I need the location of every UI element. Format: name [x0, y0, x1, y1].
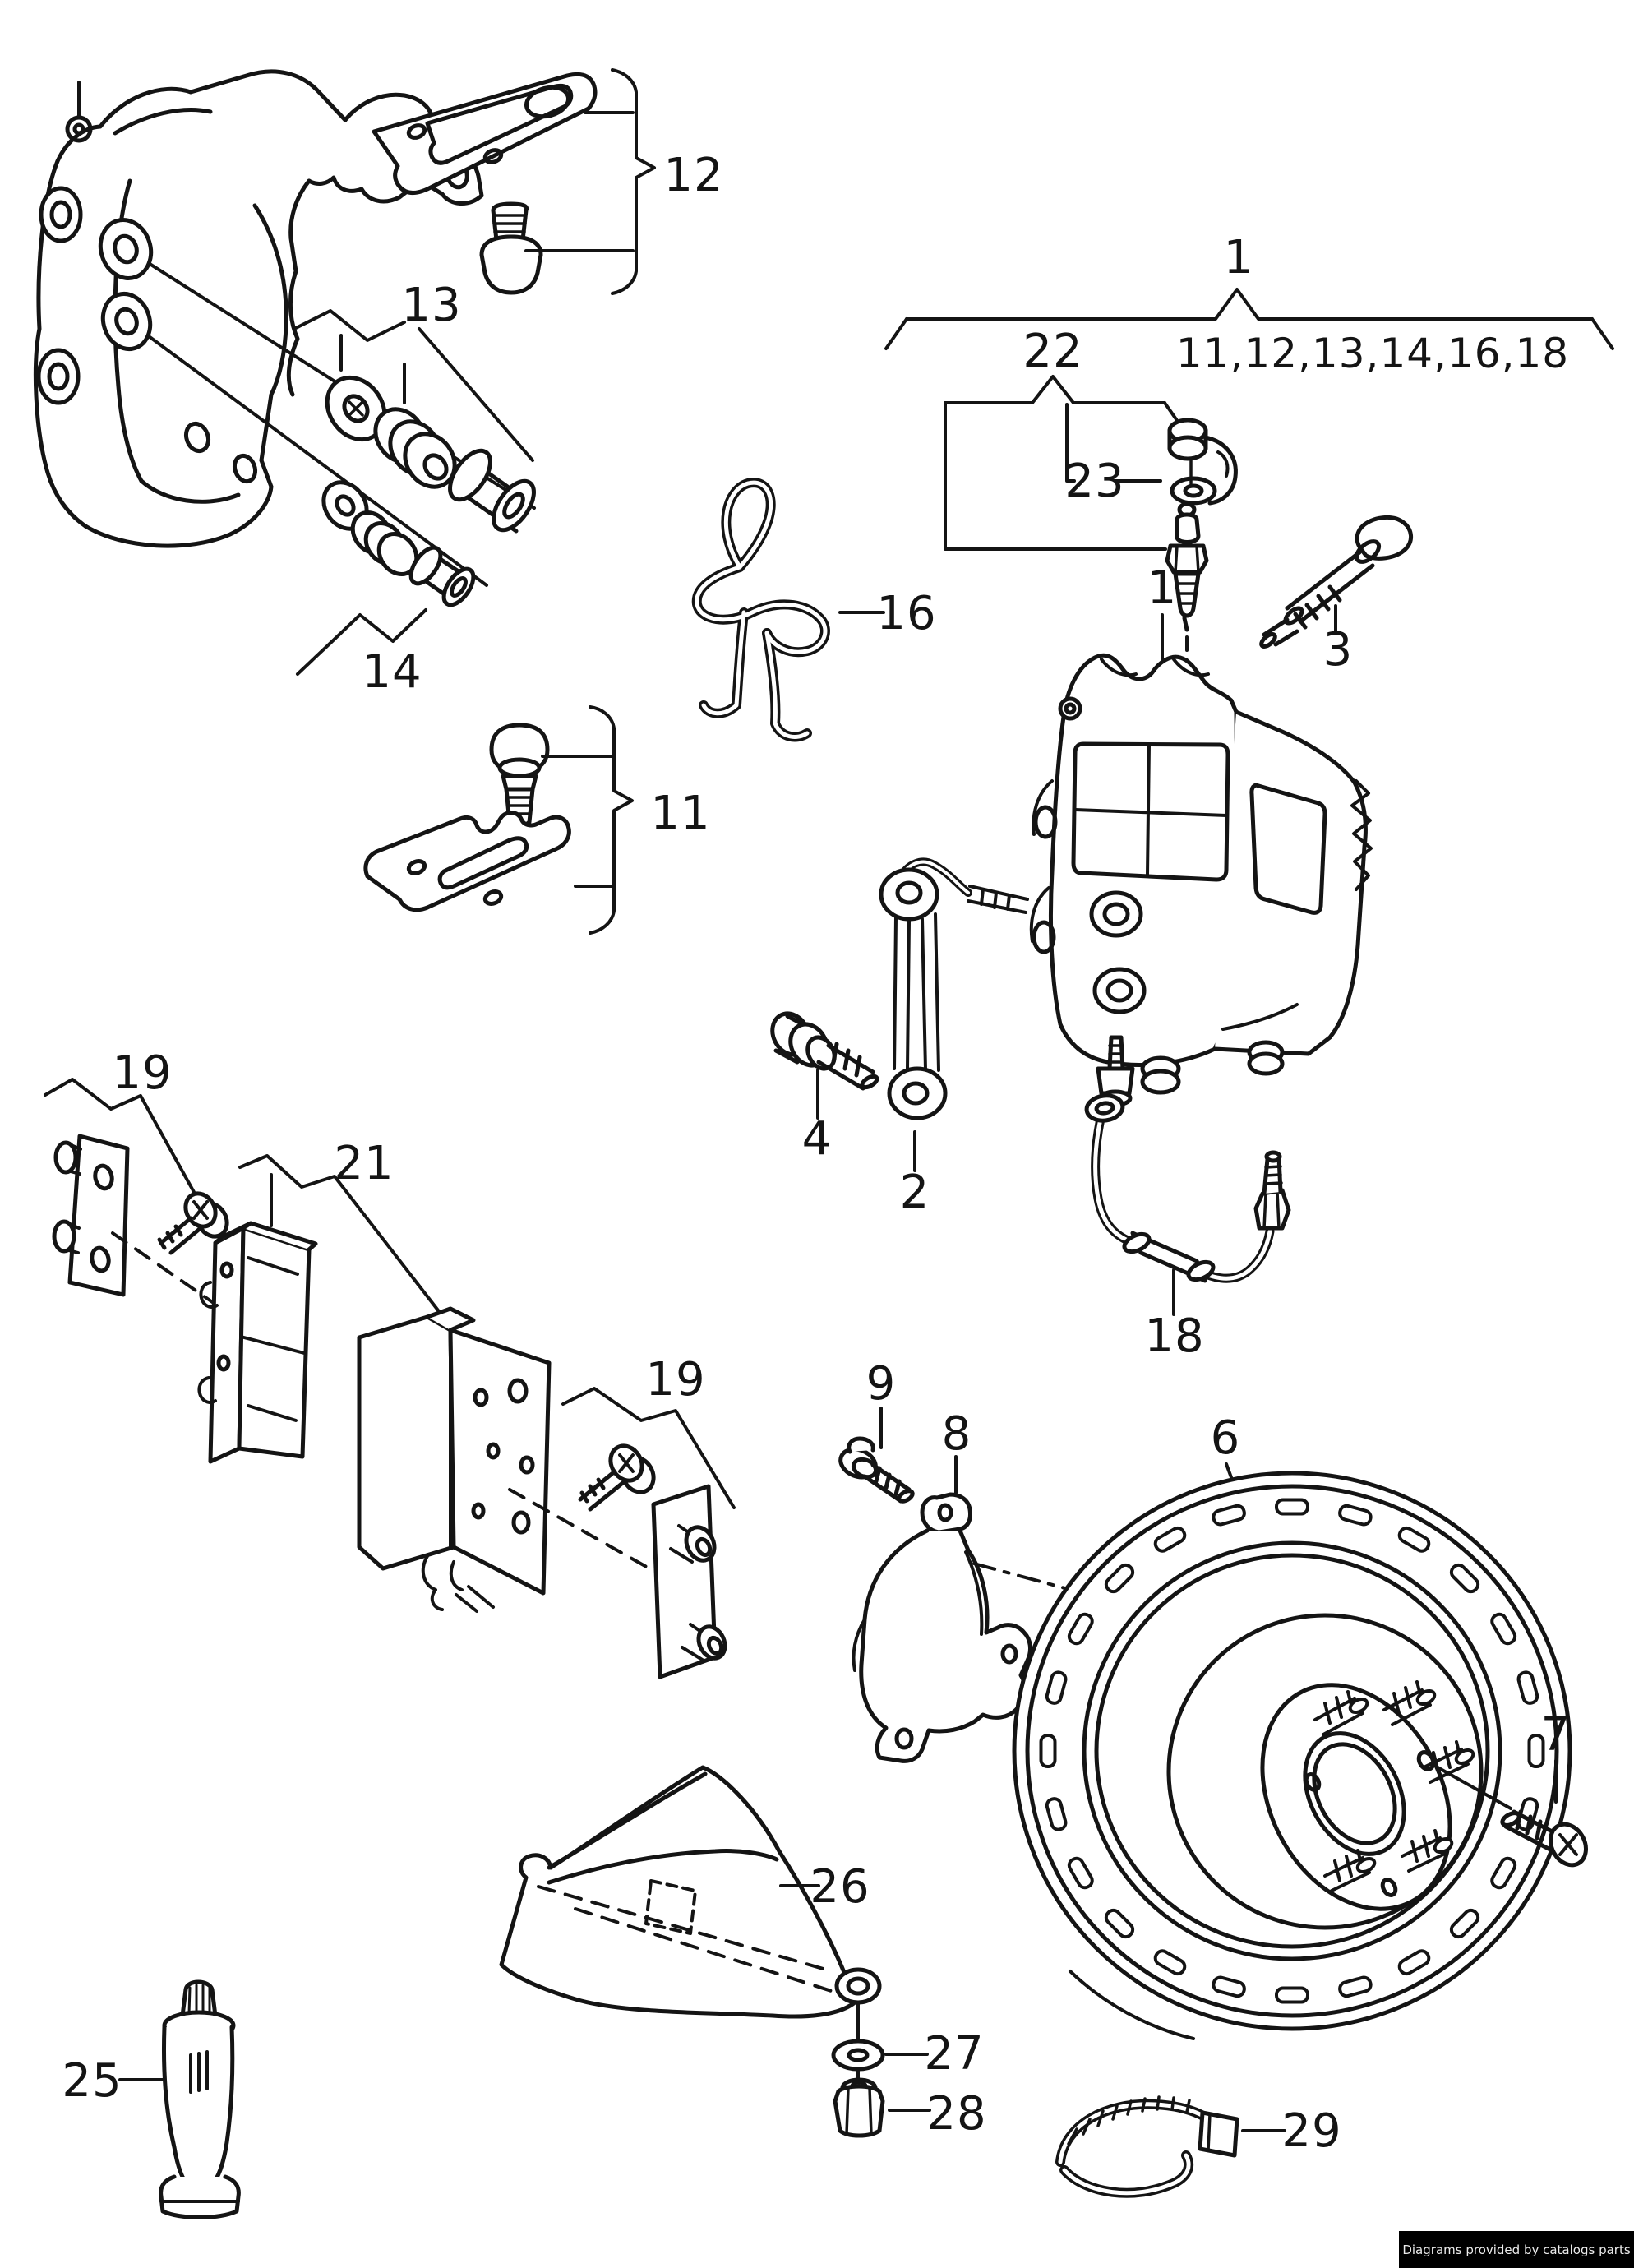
callout-2: 2 — [899, 1166, 930, 1219]
retainer-plate-11-drawing — [363, 705, 634, 935]
retainer-plate-12-drawing — [372, 68, 656, 295]
callout-1-top: 1 — [1223, 231, 1254, 284]
bolt-9-drawing — [838, 1407, 915, 1504]
callout-1-caliper: 1 — [1147, 561, 1178, 615]
brake-pads-drawing — [44, 1078, 736, 1679]
callout-9: 9 — [865, 1357, 897, 1411]
callout-6: 6 — [1210, 1411, 1241, 1465]
callout-14: 14 — [362, 645, 422, 699]
brake-caliper-drawing — [896, 613, 1373, 1095]
callout-23: 23 — [1064, 455, 1125, 508]
callout-25: 25 — [62, 2054, 122, 2108]
bolt-3-drawing — [1259, 515, 1413, 649]
callout-29: 29 — [1281, 2104, 1342, 2158]
wheel-studs — [1313, 1680, 1475, 1892]
callout-21: 21 — [334, 1137, 395, 1190]
callout-27: 27 — [924, 2027, 985, 2081]
callout-26: 26 — [810, 1860, 870, 1914]
callout-19-right: 19 — [645, 1353, 706, 1407]
callout-16: 16 — [876, 587, 937, 640]
brake-hose-18-drawing — [1084, 1035, 1291, 1316]
callout-18: 18 — [1144, 1310, 1205, 1363]
callout-28: 28 — [926, 2087, 987, 2141]
callout-22: 22 — [1022, 325, 1083, 378]
callout-7: 7 — [1540, 1708, 1572, 1762]
callout-19-left: 19 — [112, 1046, 173, 1100]
link-2-drawing — [879, 867, 948, 1172]
bracket-8-drawing — [852, 1455, 1103, 1763]
callout-11: 11 — [650, 787, 711, 840]
callout-8: 8 — [941, 1407, 972, 1461]
callout-12: 12 — [663, 149, 724, 202]
callout-3: 3 — [1322, 623, 1354, 677]
credit-badge: Diagrams provided by catalogs parts — [1399, 2231, 1634, 2268]
retaining-spring-16-drawing — [691, 478, 885, 742]
clamp-strap-29-drawing — [1055, 2095, 1286, 2198]
grease-tube-25-drawing — [118, 1979, 241, 2219]
callout-4: 4 — [801, 1112, 833, 1166]
bolt-4-drawing — [770, 1011, 879, 1120]
group-1-bracket — [884, 288, 1614, 551]
credit-badge-text: Diagrams provided by catalogs parts — [1402, 2242, 1631, 2257]
callout-1-list: 11,12,13,14,16,18 — [1175, 330, 1570, 377]
splash-shield-26-drawing — [499, 1765, 931, 2138]
brake-disc-drawing — [1012, 1462, 1588, 2040]
countersunk-screw-7 — [1500, 1809, 1588, 1868]
seal-kit-13-14-drawing — [293, 309, 536, 676]
callout-13: 13 — [401, 279, 462, 332]
